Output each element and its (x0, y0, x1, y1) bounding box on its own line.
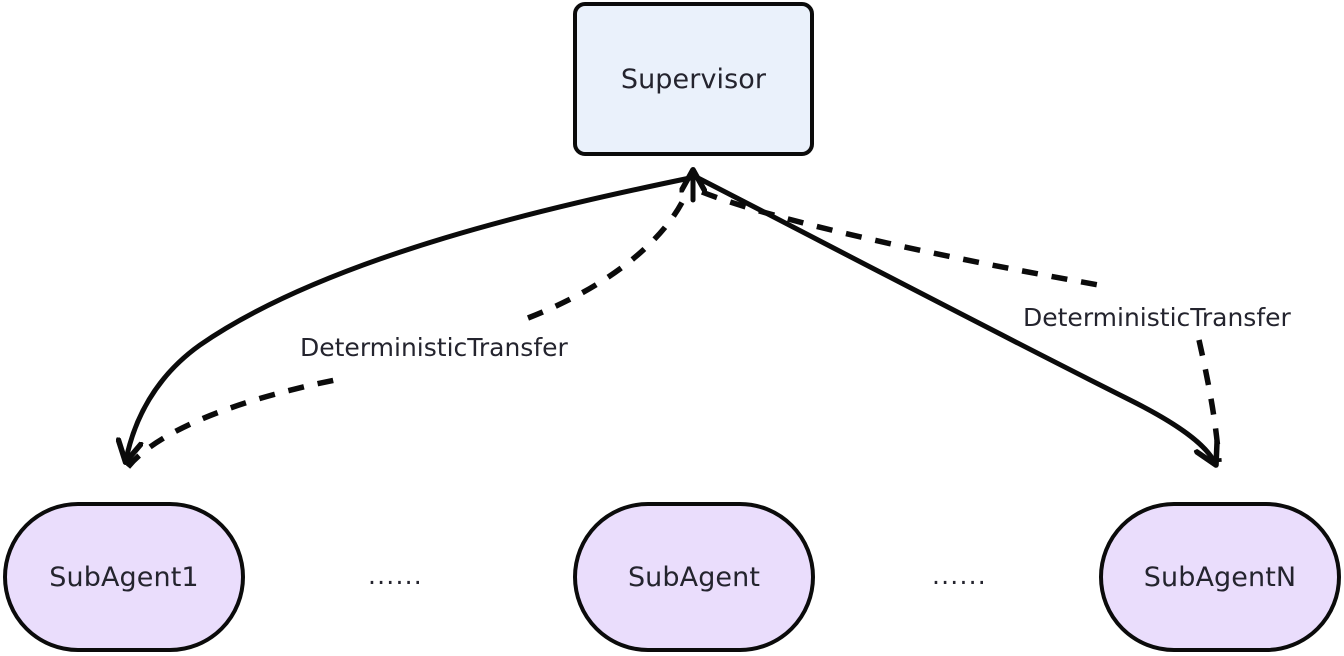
node-subagentn[interactable]: SubAgentN (1099, 502, 1341, 652)
node-subagent-middle-label: SubAgent (627, 561, 761, 593)
node-supervisor[interactable]: Supervisor (573, 2, 814, 156)
edge-dashed-subagent1-to-supervisor-lower (125, 376, 341, 469)
edge-dashed-subagent1-to-supervisor-upper (527, 188, 691, 321)
node-subagent1-label: SubAgent1 (49, 561, 199, 593)
edge-supervisor-to-subagent1 (126, 175, 693, 460)
node-supervisor-label: Supervisor (620, 63, 767, 95)
edge-dashed-supervisor-to-subagentn-lower (1196, 339, 1222, 463)
edge-label-deterministic-transfer-left: DeterministicTransfer (300, 333, 568, 362)
ellipsis-left: ...... (368, 561, 423, 590)
node-subagentn-label: SubAgentN (1143, 561, 1297, 593)
ellipsis-right: ...... (932, 561, 987, 590)
node-subagent-middle[interactable]: SubAgent (573, 502, 815, 652)
node-subagent1[interactable]: SubAgent1 (3, 502, 245, 652)
edge-dashed-supervisor-to-subagentn-upper (700, 189, 1111, 290)
edge-label-deterministic-transfer-right: DeterministicTransfer (1023, 303, 1291, 332)
